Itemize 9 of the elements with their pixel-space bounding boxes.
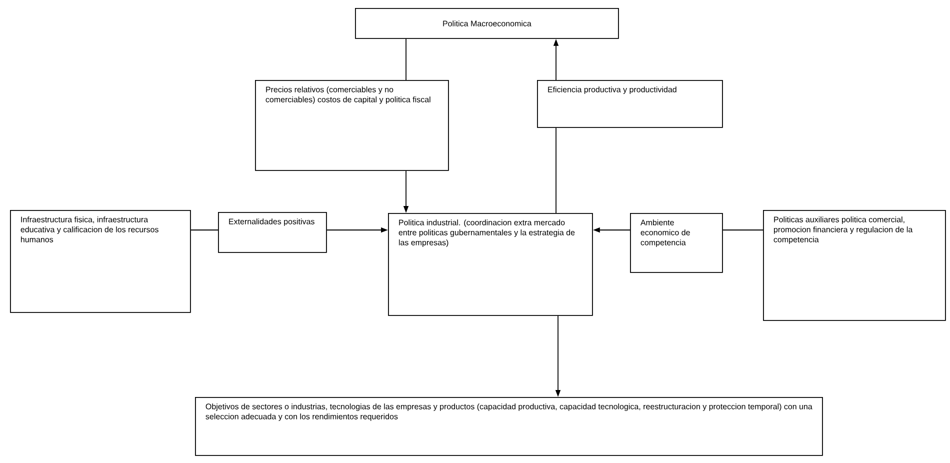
- process-box: Precios relativos (comerciables y no comerciables) costos de capital y politica fiscal: [255, 80, 449, 171]
- process-box: Ambiente economico de competencia: [630, 213, 723, 273]
- process-box: Infraestructura fisica, infraestructura educativa y calificacion de los recursos humanos: [10, 210, 191, 313]
- process-box: Politica Macroeconomica: [355, 8, 619, 39]
- process-box: Eficiencia productiva y productividad: [537, 80, 723, 128]
- process-box: Politicas auxiliares politica comercial, promocion financiera y regulacion de la competencia: [763, 210, 946, 321]
- process-box: Externalidades positivas: [218, 212, 327, 253]
- process-box: Objetivos de sectores o industrias, tecnologias de las empresas y productos (capacidad productiva, capacidad tecnologica, reestructuracion y proteccion temporal) con una seleccion adecuada y con los rendimientos requeridos: [195, 397, 823, 456]
- process-box: Politica industrial. (coordinacion extra mercado entre politicas gubernamentales y la estrategia de las empresas): [388, 213, 593, 316]
